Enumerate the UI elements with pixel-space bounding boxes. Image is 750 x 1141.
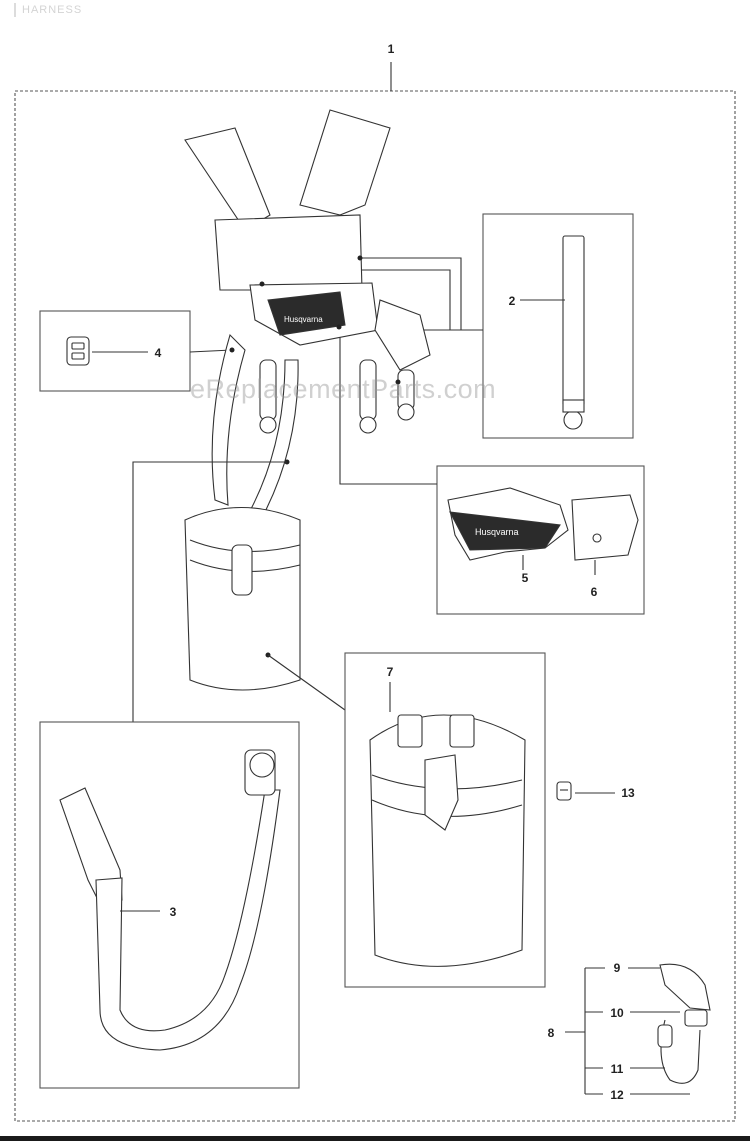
part-label-8: 8 (547, 1026, 555, 1040)
bottom-bar (0, 1136, 750, 1141)
part-label-6: 6 (590, 585, 598, 599)
watermark: eReplacementParts.com (190, 374, 497, 404)
part-label-5: 5 (521, 571, 529, 585)
shoulder-pad-part-6 (571, 494, 639, 561)
hook-assembly-part-8 (657, 963, 711, 1084)
part-label-7: 7 (386, 665, 394, 679)
svg-text:Husqvarna: Husqvarna (284, 315, 323, 324)
svg-text:Husqvarna: Husqvarna (475, 527, 519, 537)
part-label-1: 1 (387, 42, 395, 56)
part-label-10: 10 (610, 1006, 624, 1020)
header-bar (14, 3, 16, 17)
assembly-frame (14, 90, 736, 1122)
buckle-part-4 (66, 336, 90, 366)
page-title: HARNESS (22, 4, 83, 16)
box-part-4 (39, 310, 191, 392)
box-part-5-6 (436, 465, 645, 615)
box-part-7 (344, 652, 546, 988)
box-part-2 (482, 213, 634, 439)
part-label-11: 11 (610, 1062, 624, 1076)
part-label-3: 3 (169, 905, 177, 919)
part-label-2: 2 (508, 294, 516, 308)
screw-part-13 (556, 781, 572, 801)
part-label-13: 13 (621, 786, 635, 800)
harness-main: Husqvarna (184, 109, 431, 691)
strap-part-2 (562, 235, 585, 430)
shoulder-pad-part-5: Husqvarna (447, 487, 569, 561)
part-label-4: 4 (154, 346, 162, 360)
part-label-12: 12 (610, 1088, 624, 1102)
hip-pad-part-7 (369, 714, 526, 967)
shoulder-strap-part-3 (59, 749, 281, 1051)
part-label-9: 9 (613, 961, 621, 975)
box-part-3 (39, 721, 300, 1089)
